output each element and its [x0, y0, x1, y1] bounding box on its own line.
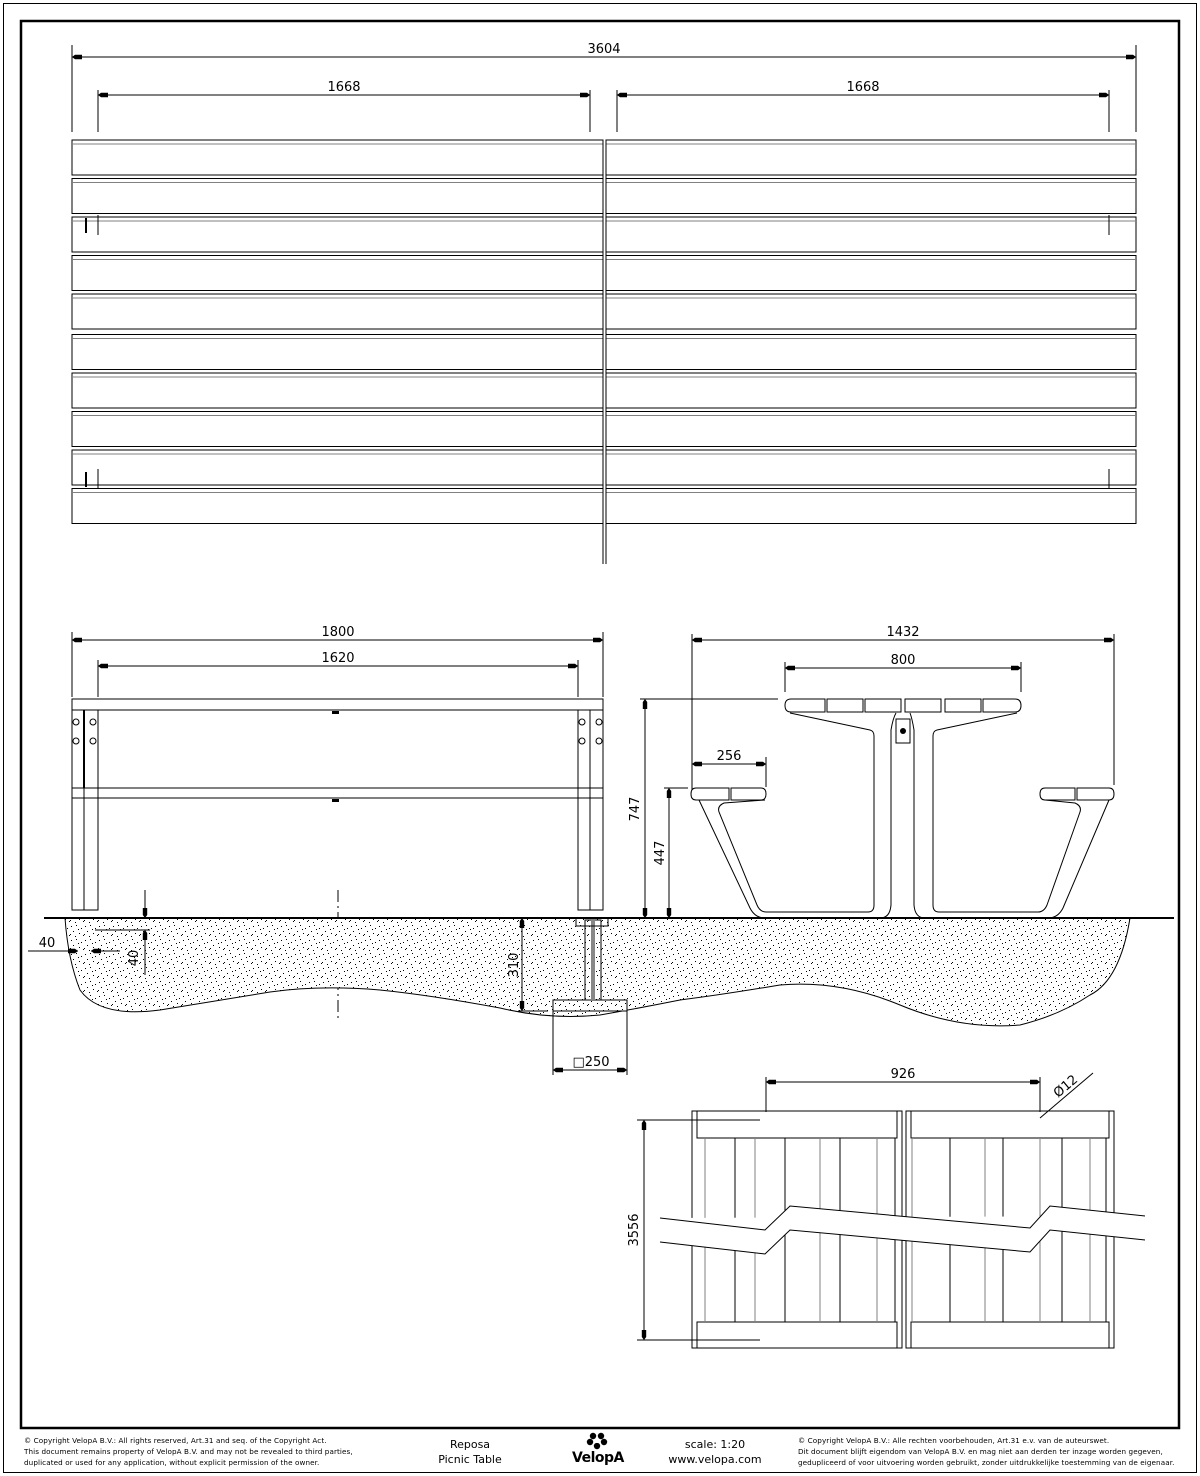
top-view: 3604 1668 1668: [71, 42, 1137, 564]
copyright-english: © Copyright VelopA B.V.: All rights rese…: [24, 1435, 353, 1468]
side-view: 1800 1620: [71, 625, 604, 1020]
outer-frame: [3, 3, 1197, 1473]
copyright-en-line-3: duplicated or used for any application, …: [24, 1458, 320, 1467]
dim-926: 926: [891, 1067, 916, 1082]
dim-3556: 3556: [627, 1213, 642, 1246]
velopa-logo: VelopA: [572, 1432, 624, 1466]
dim-310: 310: [507, 953, 522, 978]
dim-747: 747: [628, 797, 643, 822]
end-view: 1432 800 256 747 447: [628, 625, 1115, 919]
website-link[interactable]: www.velopa.com: [668, 1453, 762, 1466]
scale-label: scale: 1:20: [684, 1438, 746, 1451]
inner-frame: [19, 19, 1181, 1430]
dim-40-vertical: 40: [127, 950, 142, 967]
dim-1668-left: 1668: [327, 80, 360, 95]
product-type: Picnic Table: [438, 1453, 502, 1466]
ground-section: 310 □250 40 40: [28, 890, 1174, 1075]
product-name: Reposa: [449, 1438, 491, 1451]
flower-logo-icon: [586, 1432, 608, 1450]
copyright-en-line-1: © Copyright VelopA B.V.: All rights rese…: [24, 1436, 327, 1445]
dim-1668-right: 1668: [846, 80, 879, 95]
logo-text: VelopA: [572, 1450, 624, 1466]
dim-250: □250: [572, 1055, 609, 1070]
dim-1432: 1432: [886, 625, 919, 640]
scale-info: scale: 1:20 www.velopa.com: [650, 1437, 780, 1467]
dim-1620: 1620: [321, 651, 354, 666]
dim-800: 800: [891, 653, 916, 668]
dim-1800: 1800: [321, 625, 354, 640]
dim-447: 447: [653, 841, 668, 866]
copyright-nl-line-1: © Copyright VelopA B.V.: Alle rechten vo…: [798, 1436, 1110, 1445]
copyright-nl-line-2: Dit document blijft eigendom van VelopA …: [798, 1447, 1163, 1456]
dim-256: 256: [717, 749, 742, 764]
copyright-nl-line-3: gedupliceerd of voor uitvoering worden g…: [798, 1458, 1175, 1467]
copyright-dutch: © Copyright VelopA B.V.: Alle rechten vo…: [798, 1435, 1174, 1468]
dim-40-horizontal: 40: [39, 936, 56, 951]
product-title: Reposa Picnic Table: [410, 1437, 530, 1467]
dim-diameter-12: Ø12: [1051, 1072, 1081, 1101]
copyright-en-line-2: This document remains property of VelopA…: [24, 1447, 353, 1456]
plan-view: 926 Ø12 3556: [627, 1067, 1146, 1349]
dim-3604: 3604: [587, 42, 620, 57]
